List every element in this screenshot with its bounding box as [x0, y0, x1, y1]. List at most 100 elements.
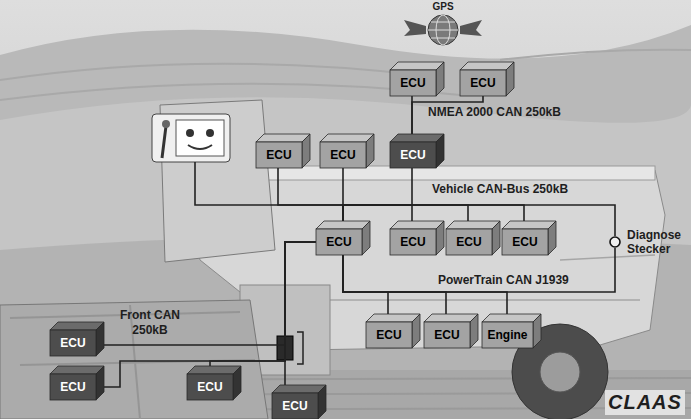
- ecu-box: ECU: [256, 134, 310, 168]
- ecu-label: ECU: [272, 393, 318, 419]
- ecu-box: ECU: [424, 314, 478, 348]
- cube-top: [424, 314, 478, 322]
- ecu-box: Engine: [482, 314, 541, 348]
- cube-side: [96, 366, 104, 400]
- ecu-label: ECU: [50, 374, 96, 400]
- bus-wire: [343, 205, 524, 221]
- joystick: [162, 126, 166, 158]
- cube-top: [482, 314, 541, 322]
- cube-side: [318, 385, 326, 419]
- ecu-label: ECU: [460, 70, 506, 96]
- ecu-label: ECU: [390, 229, 436, 255]
- ecu-label: ECU: [502, 229, 548, 255]
- gps-parallel: [428, 22, 458, 38]
- bus-label: PowerTrain CAN J1939: [438, 273, 569, 288]
- cube-front: [390, 142, 436, 168]
- cube-front: [390, 70, 436, 96]
- ecu-box: ECU: [502, 221, 556, 255]
- cube-side: [233, 366, 241, 400]
- ecu-box: ECU: [390, 62, 444, 96]
- cube-front: [366, 322, 412, 348]
- ecu-box: ECU: [460, 62, 514, 96]
- cube-top: [272, 385, 326, 393]
- cube-side: [412, 314, 420, 348]
- cube-front: [320, 142, 366, 168]
- ecu-label: Engine: [482, 322, 533, 348]
- wheel-hub: [540, 352, 580, 392]
- ecu-label: ECU: [320, 142, 366, 168]
- cube-front: [272, 393, 318, 419]
- diagnostic-port: Diagnose Stecker: [609, 236, 621, 248]
- terminal-eye: [206, 129, 214, 137]
- bus-wire: [343, 168, 412, 221]
- cube-front: [502, 229, 548, 255]
- cube-top: [502, 221, 556, 229]
- cube-side: [302, 134, 310, 168]
- ecu-box: ECU: [272, 385, 326, 419]
- cube-top: [187, 366, 241, 374]
- bus-wire: [343, 255, 388, 314]
- cube-top: [366, 314, 420, 322]
- bus-wire: [343, 205, 412, 221]
- cube-front: [187, 374, 233, 400]
- hill: [0, 25, 691, 419]
- bus-label: Vehicle CAN-Bus 250kB: [432, 182, 568, 197]
- ecu-label: ECU: [187, 374, 233, 400]
- field-stripes: [0, 50, 691, 100]
- header-reel: [10, 305, 255, 419]
- ecu-box: ECU: [390, 134, 444, 168]
- cube-front: [50, 374, 96, 400]
- cube-side: [436, 62, 444, 96]
- terminal-screen: [176, 120, 224, 156]
- port-label: Diagnose Stecker: [627, 228, 691, 256]
- cube-top: [50, 322, 104, 330]
- gps-wing: [460, 20, 482, 36]
- ecu-label: ECU: [256, 142, 302, 168]
- cube-side: [470, 314, 478, 348]
- ecu-box: ECU: [366, 314, 420, 348]
- gps-wing: [404, 20, 426, 36]
- terminal-wire: [195, 162, 343, 205]
- cube-side: [96, 322, 104, 356]
- bus-wires: [104, 96, 615, 387]
- cube-top: [460, 62, 514, 70]
- ecu-label: ECU: [424, 322, 470, 348]
- gps-globe: [428, 15, 458, 45]
- bus-wire: [343, 255, 446, 314]
- ecu-box: ECU: [320, 134, 374, 168]
- cube-top: [50, 366, 104, 374]
- ecu-box: ECU: [316, 221, 370, 255]
- cube-side: [436, 134, 444, 168]
- ecu-label: ECU: [390, 142, 436, 168]
- cube-side: [366, 134, 374, 168]
- cube-side: [548, 221, 556, 255]
- ecu-label: ECU: [50, 330, 96, 356]
- ecu-box: ECU: [390, 221, 444, 255]
- cube-front: [256, 142, 302, 168]
- ecu-label: ECU: [316, 229, 362, 255]
- terminal-mouth: [188, 145, 212, 149]
- connector-bracket: [297, 332, 303, 364]
- cube-side: [492, 221, 500, 255]
- terminal-icon: [152, 114, 230, 162]
- port-circle: [610, 237, 620, 247]
- cube-front: [446, 229, 492, 255]
- ecu-label: ECU: [446, 229, 492, 255]
- ecu-box: ECU: [50, 366, 104, 400]
- cabin: [160, 100, 275, 262]
- cube-side: [533, 314, 541, 348]
- cube-top: [390, 62, 444, 70]
- cube-front: [50, 330, 96, 356]
- bus-wire: [285, 242, 316, 385]
- ecu-label: ECU: [366, 322, 412, 348]
- bus-wire: [210, 242, 316, 366]
- cube-top: [316, 221, 370, 229]
- terminal-eye: [186, 129, 194, 137]
- brand-logo: CLAAS: [605, 390, 685, 415]
- cube-top: [256, 134, 310, 142]
- header: [0, 300, 268, 419]
